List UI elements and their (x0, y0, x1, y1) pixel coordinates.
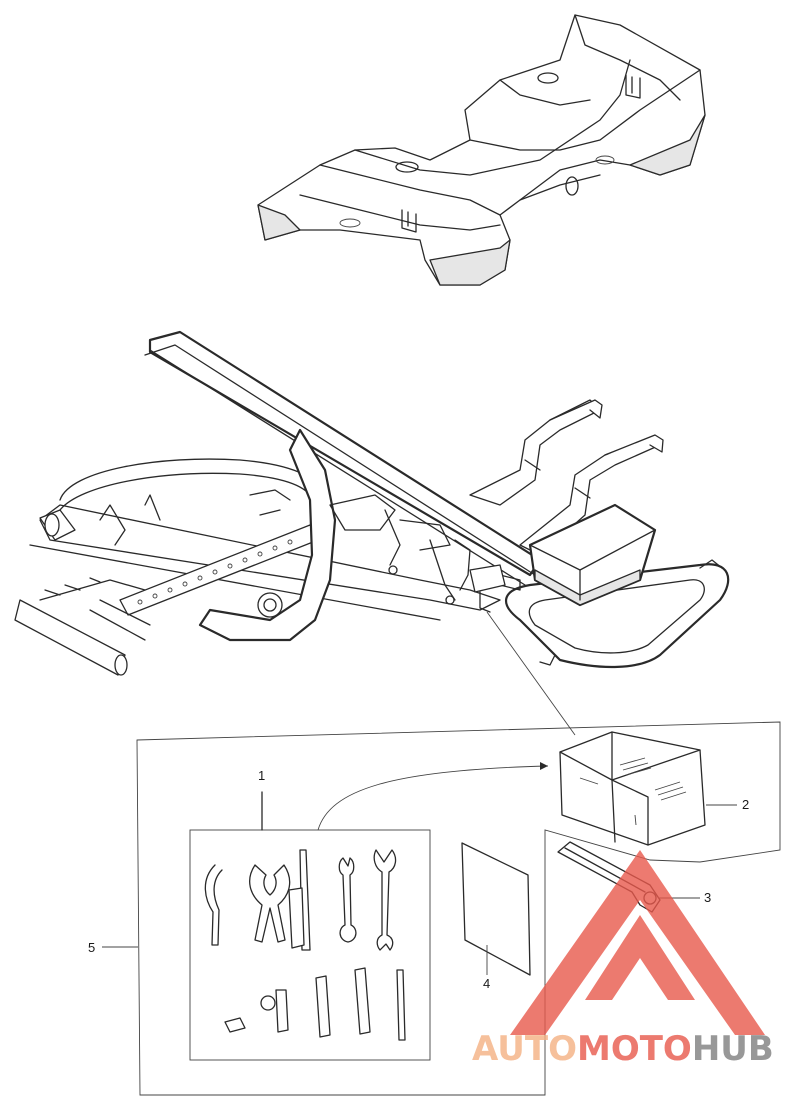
arrow-head (540, 762, 548, 770)
watermark-moto: MOTO (577, 1029, 692, 1069)
socket-tube-short (315, 975, 331, 1038)
tool-kit-contents (204, 849, 406, 1041)
callout-5: 5 (88, 940, 95, 955)
tool-kit-frame (189, 829, 431, 1061)
pliers (249, 864, 291, 943)
tommy-bar (396, 969, 406, 1041)
battery-holder-assembly (469, 503, 730, 669)
spare-fuse (224, 1017, 246, 1033)
double-open-wrench (373, 849, 397, 951)
watermark-text: AUTOMOTOHUB (472, 1029, 774, 1069)
kit-outline-frame (136, 721, 781, 1096)
spark-plug-tool (275, 989, 289, 1033)
tool-pouch (559, 731, 706, 846)
leader-toolkit-to-box (317, 765, 549, 831)
combination-wrench (338, 857, 357, 943)
callout-2: 2 (742, 797, 749, 812)
feeler-gauge (260, 995, 276, 1011)
callout-1: 1 (258, 768, 265, 783)
watermark-hub: HUB (692, 1029, 774, 1069)
socket-tube-long (354, 967, 371, 1035)
watermark-triangle-logo (510, 850, 765, 1035)
rear-fender-body (257, 14, 706, 286)
hook-spanner (204, 864, 223, 946)
owner-manual-sheet (461, 842, 531, 976)
watermark-inner-triangle (585, 915, 695, 1000)
vehicle-frame (14, 330, 664, 676)
leader-battery-to-kit (486, 611, 576, 736)
watermark-auto: AUTO (472, 1029, 577, 1069)
callout-4: 4 (483, 976, 490, 991)
screwdriver-handle (288, 887, 305, 949)
callout-3: 3 (704, 890, 711, 905)
automotohub-watermark: AUTOMOTOHUB (472, 850, 774, 1069)
